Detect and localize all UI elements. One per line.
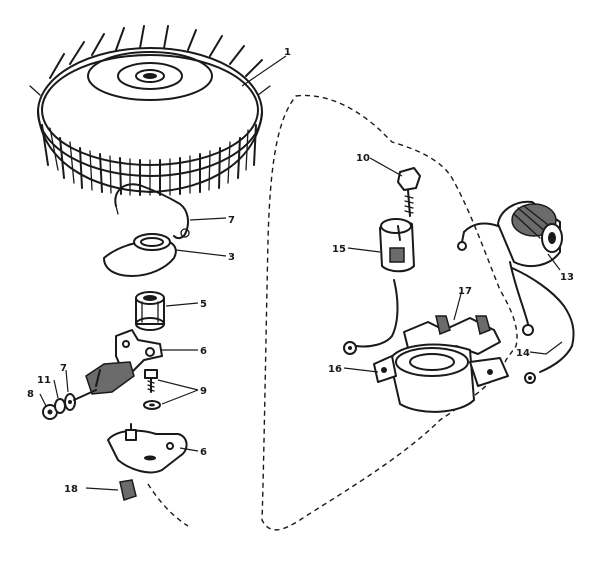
ignition-coil-icon <box>457 200 563 336</box>
callout-5: 5 <box>200 299 207 310</box>
condenser-icon <box>343 218 415 355</box>
breaker-arm-icon <box>85 329 163 395</box>
lead-wire-icon <box>511 267 575 384</box>
cam-bushing-icon <box>135 291 165 331</box>
spring-clip-icon <box>114 183 190 240</box>
callout-3: 3 <box>228 252 235 263</box>
leader-lines <box>39 55 563 491</box>
screw-icon <box>144 369 158 393</box>
callout-18: 18 <box>64 484 78 495</box>
callout-13: 13 <box>560 272 574 283</box>
callout-14: 14 <box>516 348 530 359</box>
coil-bracket-icon <box>373 315 509 413</box>
breaker-plate-icon <box>107 423 188 474</box>
felt-wick-icon <box>119 479 137 501</box>
callout-9: 9 <box>200 386 207 397</box>
callout-7b: 7 <box>60 363 67 374</box>
callout-6b: 6 <box>200 447 207 458</box>
callout-10: 10 <box>356 153 370 164</box>
terminal-hardware-icon <box>42 389 97 420</box>
flywheel-icon <box>29 25 271 196</box>
callout-8: 8 <box>27 389 34 400</box>
callout-6a: 6 <box>200 346 207 357</box>
callout-11: 11 <box>37 375 51 386</box>
assembly-outline <box>261 94 518 531</box>
nut-washer-icon <box>143 400 161 410</box>
callout-17: 17 <box>458 286 472 297</box>
callout-15: 15 <box>332 244 346 255</box>
dust-cover-icon <box>103 233 177 277</box>
callout-1: 1 <box>284 47 291 58</box>
callout-16: 16 <box>328 364 342 375</box>
plate-outline-tail <box>147 483 189 527</box>
mounting-screw-icon <box>397 167 421 217</box>
callout-7a: 7 <box>228 215 235 226</box>
